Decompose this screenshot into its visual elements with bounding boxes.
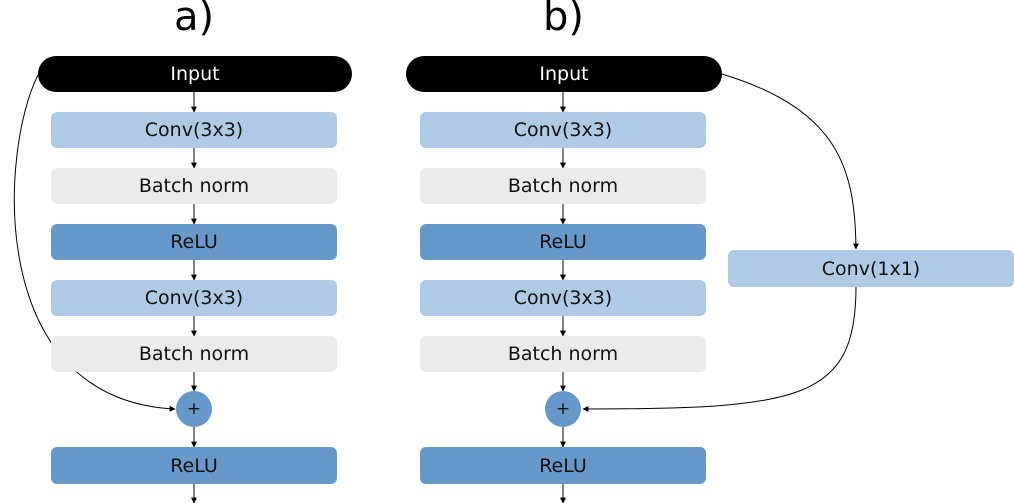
panel-a-batchnorm-block-2: Batch norm [51,336,337,372]
panel-a-conv3x3-block-2: Conv(3x3) [51,280,337,316]
panel-a-relu-block-1: ReLU [51,224,337,260]
panel-b-batchnorm-block-2: Batch norm [420,336,706,372]
panel-b-shortcut-conv1x1-block: Conv(1x1) [728,250,1014,287]
panel-b-relu-block-2: ReLU [420,447,706,484]
panel-a-input-block: Input [38,56,352,92]
panel-a-conv3x3-block-1: Conv(3x3) [51,112,337,148]
panel-b-label: b) [543,0,584,40]
panel-b-batchnorm-block-1: Batch norm [420,168,706,204]
panel-a-batchnorm-block-1: Batch norm [51,168,337,204]
panel-a-arrows [13,74,197,503]
panel-b-add-node: + [545,391,581,427]
panel-b-conv3x3-block-2: Conv(3x3) [420,280,706,316]
panel-b-arrows [560,73,859,503]
panel-b-relu-block-1: ReLU [420,224,706,260]
panel-a-add-node: + [176,391,212,427]
panel-b-conv3x3-block-1: Conv(3x3) [420,112,706,148]
panel-a-label: a) [174,0,215,40]
panel-a-relu-block-2: ReLU [51,447,337,484]
panel-b-input-block: Input [406,56,722,92]
